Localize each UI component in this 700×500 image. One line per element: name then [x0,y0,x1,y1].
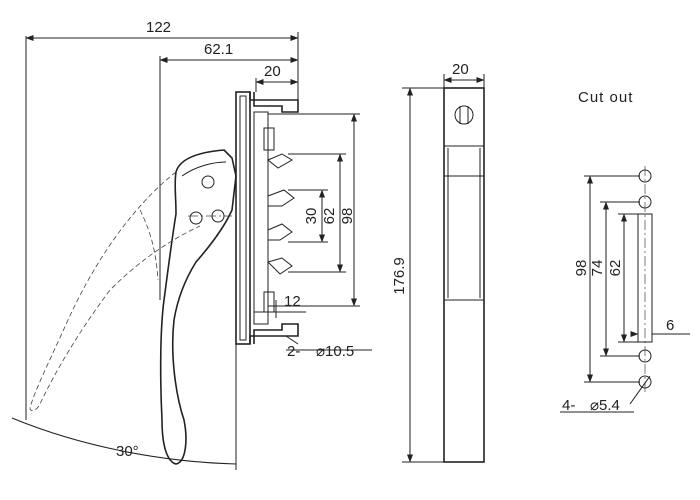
dim-flange-width: 20 [264,63,281,80]
dim-overall-width: 122 [146,19,171,36]
cutout-dim-74: 74 [589,260,606,277]
dim-hole-diameter: ⌀10.5 [316,343,354,360]
cutout-dim-62: 62 [607,260,624,277]
cutout-slot-width: 6 [666,317,674,334]
cutout-dim-98: 98 [573,260,590,277]
dim-front-width: 20 [452,61,469,78]
dim-height-98: 98 [339,208,356,225]
dim-offset-12: 12 [284,293,301,310]
dim-hole-count: 2- [287,343,300,360]
cutout-slot [637,213,653,343]
dim-height-30: 30 [303,208,320,225]
dim-swing-angle: 30° [116,443,139,460]
dim-body-width: 62.1 [204,41,233,58]
dim-total-height: 176.9 [391,257,408,295]
cutout-view: Cut out 98 74 62 6 4- ⌀5.4 [560,89,690,414]
cutout-holes-diameter: ⌀5.4 [590,397,620,414]
cutout-title: Cut out [578,89,633,106]
dim-height-62: 62 [321,208,338,225]
cutout-holes-count: 4- [562,397,575,414]
front-view: 20 176.9 [391,61,485,463]
side-view: 122 62.1 20 12 2- ⌀10.5 30° 98 62 30 [11,19,372,470]
